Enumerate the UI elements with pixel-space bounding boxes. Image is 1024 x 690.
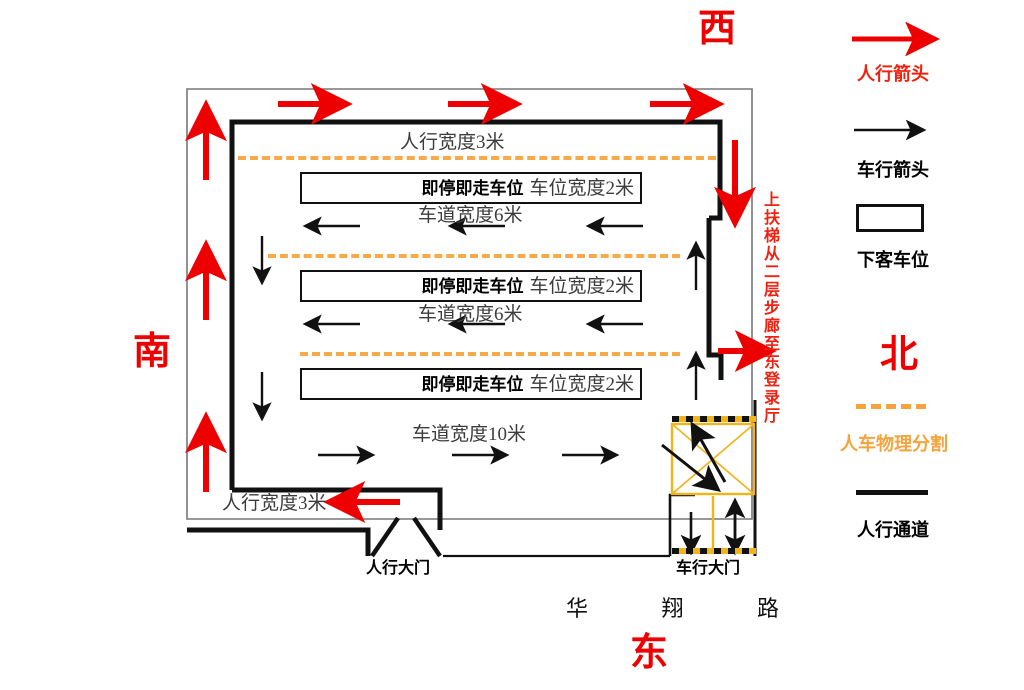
black-solid-line-icon — [856, 490, 928, 495]
red-right-arrow-icon — [852, 22, 940, 56]
separator-line-3 — [300, 352, 680, 356]
legend: 人行箭头 车行箭头 下客车位 人车物理分割 人行通道 — [824, 8, 1024, 548]
pedestrian-gate-leaves — [370, 516, 442, 558]
legend-label-walkway: 人行通道 — [857, 520, 929, 540]
stall-tag: 即停即走车位 — [421, 276, 524, 296]
direction-south: 南 — [133, 331, 172, 373]
annotation-walk-width-top: 人行宽度3米 — [400, 132, 505, 153]
escalator-note: 上扶梯从二层步廊至东登录厅 — [763, 192, 780, 425]
annotation-walk-width-bottom: 人行宽度3米 — [222, 493, 327, 514]
legend-label-vehicle-arrow: 车行箭头 — [857, 160, 929, 180]
stall-width: 车位宽度2米 — [529, 373, 634, 395]
stall-width: 车位宽度2米 — [529, 275, 634, 297]
site-boundary — [186, 88, 753, 520]
road-name-label: 华 翔 路 — [566, 596, 814, 621]
legend-label-dropoff-stall: 下客车位 — [857, 250, 929, 270]
separator-line-2 — [268, 254, 680, 258]
annotation-lane-width-6-b: 车道宽度6米 — [418, 304, 523, 325]
annotation-lane-width-6-a: 车道宽度6米 — [418, 205, 523, 226]
stall-row-1[interactable]: 即停即走车位 车位宽度2米 — [300, 172, 642, 204]
legend-label-pedestrian-arrow: 人行箭头 — [857, 64, 929, 84]
stall-tag: 即停即走车位 — [421, 178, 524, 198]
direction-east: 东 — [630, 632, 669, 674]
stall-width: 车位宽度2米 — [529, 177, 634, 199]
stall-row-2[interactable]: 即停即走车位 车位宽度2米 — [300, 270, 642, 302]
legend-label-separator: 人车物理分割 — [840, 434, 948, 454]
separator-line-1 — [238, 156, 716, 160]
stall-tag: 即停即走车位 — [421, 374, 524, 394]
stall-row-3[interactable]: 即停即走车位 车位宽度2米 — [300, 368, 642, 400]
direction-west: 西 — [698, 8, 737, 50]
direction-north: 北 — [880, 334, 919, 376]
rectangle-stall-icon — [856, 204, 924, 232]
vehicle-gate-label: 车行大门 — [676, 560, 741, 577]
hazard-strip-top — [672, 416, 756, 422]
vehicle-arrows — [252, 216, 746, 556]
orange-dashed-line-icon — [856, 404, 926, 409]
pedestrian-gate-label: 人行大门 — [366, 560, 431, 577]
annotation-lane-width-10: 车道宽度10米 — [412, 424, 527, 445]
black-right-arrow-icon — [854, 119, 927, 141]
hazard-strip-bottom — [672, 548, 756, 554]
pedestrian-arrows — [185, 83, 777, 523]
walkway-lower-return — [187, 487, 443, 556]
